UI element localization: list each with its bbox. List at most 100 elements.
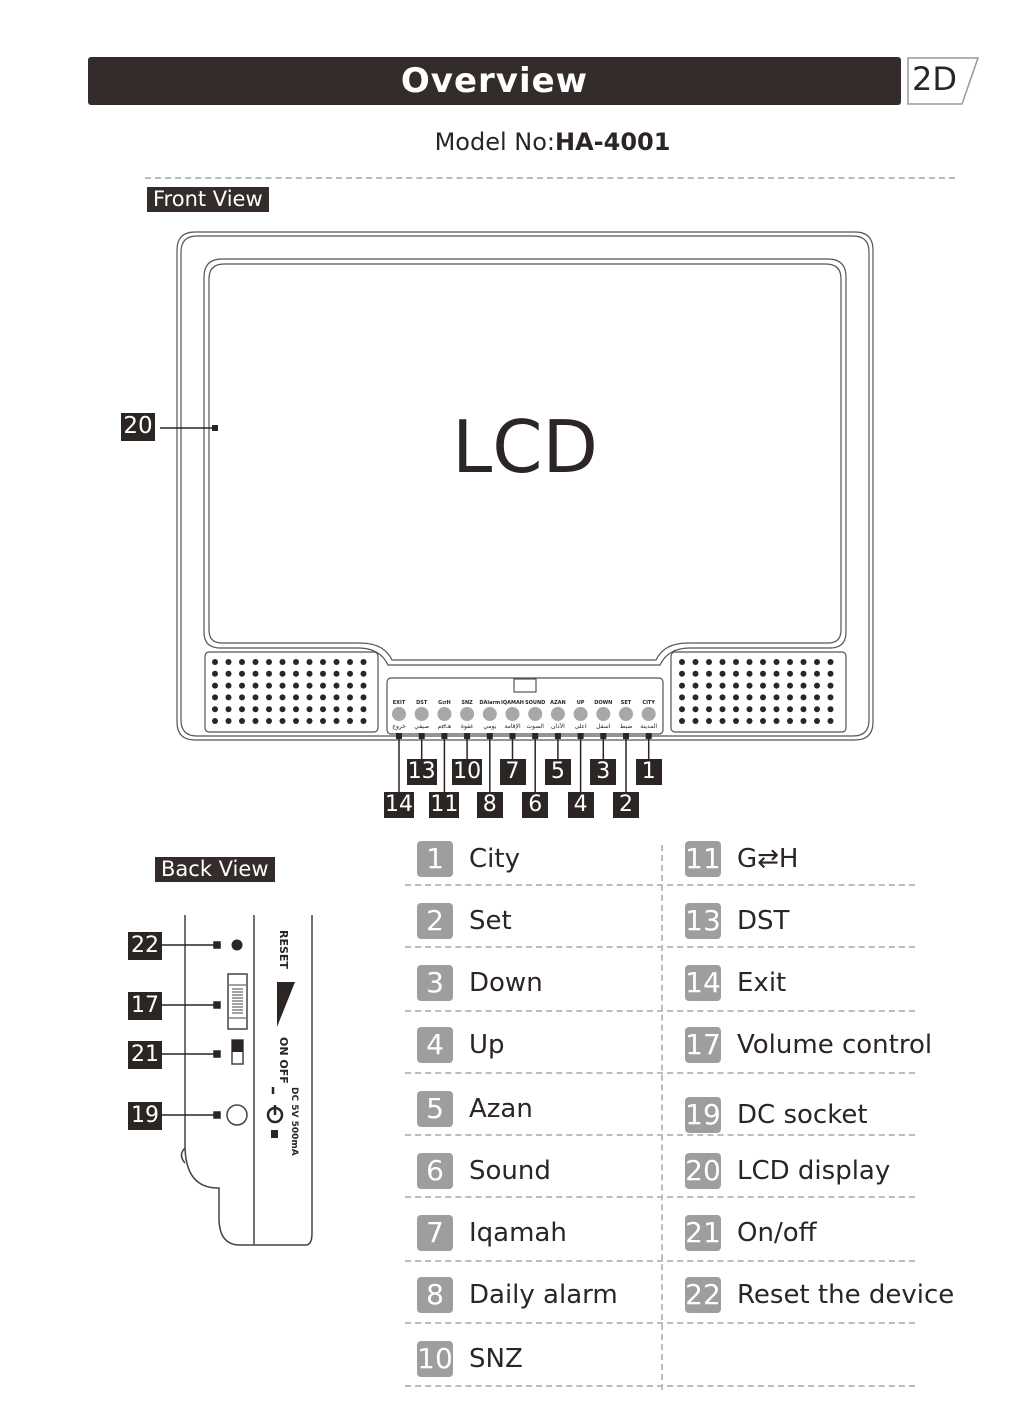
speaker-hole [252, 659, 259, 665]
legend-label: Down [469, 968, 543, 998]
speaker-hole [306, 659, 313, 665]
button-label-ar: يومي [483, 723, 496, 730]
speaker-hole [360, 694, 367, 701]
speaker-hole [760, 682, 766, 689]
speaker-hole [279, 706, 286, 713]
speaker-hole [827, 670, 834, 677]
front-button-snz[interactable] [460, 707, 475, 721]
button-label-en: DOWN [594, 700, 612, 706]
dc-rating-label: DC 5V 500mA [289, 1087, 299, 1156]
button-marker [600, 733, 607, 739]
speaker-hole [212, 670, 218, 677]
speaker-hole [252, 718, 259, 724]
button-label-ar: الأذان [551, 722, 565, 730]
callout-22: 22 [128, 932, 162, 960]
legend-label: Up [469, 1030, 505, 1060]
front-button-exit[interactable] [392, 707, 406, 721]
button-marker [464, 733, 471, 739]
speaker-hole [333, 694, 340, 701]
speaker-hole [733, 718, 739, 724]
front-button-dalarm[interactable] [482, 707, 497, 721]
speaker-hole [773, 682, 780, 689]
button-marker [418, 733, 425, 739]
speaker-hole [266, 694, 272, 701]
speaker-hole [800, 682, 807, 689]
legend-badge: 22 [685, 1277, 721, 1313]
legend-label: On/off [737, 1218, 817, 1248]
button-label-en: IQAMAH [501, 700, 524, 706]
speaker-hole [733, 694, 739, 701]
button-label-ar: ضبط [620, 723, 633, 730]
callout-3: 3 [590, 759, 617, 785]
speaker-hole [706, 659, 712, 665]
button-label-en: SNZ [461, 700, 473, 706]
speaker-hole [347, 659, 353, 665]
front-button-gh[interactable] [437, 707, 452, 721]
model-value: HA-4001 [555, 128, 671, 156]
speaker-hole [360, 718, 367, 724]
legend-label: SNZ [469, 1344, 523, 1374]
button-marker [396, 733, 402, 739]
front-button-city[interactable] [641, 707, 656, 721]
front-button-dst[interactable] [414, 707, 429, 721]
front-button-set[interactable] [619, 707, 633, 721]
button-label-ar: الصوت [526, 723, 544, 730]
button-label-ar: خروج [392, 723, 406, 730]
speaker-hole [800, 694, 807, 701]
front-button-up[interactable] [573, 707, 588, 721]
callout-11: 11 [429, 792, 460, 818]
speaker-hole [252, 682, 259, 689]
callout-20: 20 [121, 413, 155, 441]
lcd-screen-label: LCD [452, 405, 598, 489]
speaker-hole [212, 694, 218, 701]
reset-hole-icon [231, 939, 243, 951]
callout-14: 14 [384, 792, 414, 818]
speaker-hole [679, 718, 685, 724]
speaker-hole [225, 670, 232, 677]
button-marker [532, 733, 539, 739]
speaker-hole [306, 718, 313, 724]
front-button-sound[interactable] [528, 707, 543, 721]
callout-5: 5 [544, 759, 571, 785]
back-device-drawing: RESET ON OFF DC 5V 500mA [158, 915, 313, 1246]
button-label-ar: اعلى [574, 723, 587, 730]
speaker-hole [239, 659, 245, 665]
button-marker [486, 733, 493, 739]
speaker-hole [225, 718, 232, 724]
speaker-hole [279, 718, 286, 724]
speaker-hole [800, 706, 807, 713]
speaker-hole [293, 718, 299, 724]
page-title: Overview [400, 61, 589, 101]
speaker-hole [692, 706, 699, 713]
speaker-hole [252, 670, 259, 677]
speaker-hole [239, 694, 245, 701]
callout-21: 21 [128, 1041, 162, 1069]
button-marker [645, 733, 652, 739]
legend-label: City [469, 844, 520, 874]
speaker-hole [787, 706, 793, 713]
callout-17: 17 [128, 992, 162, 1020]
speaker-hole [333, 659, 340, 665]
speaker-hole [706, 694, 712, 701]
speaker-grille-left [212, 659, 367, 724]
speaker-hole [266, 718, 272, 724]
front-button-azan[interactable] [550, 707, 565, 721]
legend-row-divider [405, 884, 915, 886]
front-button-down[interactable] [596, 707, 611, 721]
speaker-hole [293, 659, 299, 665]
front-device-drawing: EXITخروجDSTصيفيG⇄Hهـ⇄مSNZغفوةDAlarmيوميI… [160, 231, 874, 792]
legend-row-divider [405, 1385, 915, 1387]
speaker-hole [679, 694, 685, 701]
reset-label: RESET [277, 930, 290, 969]
divider [145, 177, 955, 179]
speaker-hole [787, 670, 793, 677]
speaker-hole [360, 706, 367, 713]
speaker-hole [746, 659, 753, 665]
front-button-iqamah[interactable] [505, 707, 520, 721]
